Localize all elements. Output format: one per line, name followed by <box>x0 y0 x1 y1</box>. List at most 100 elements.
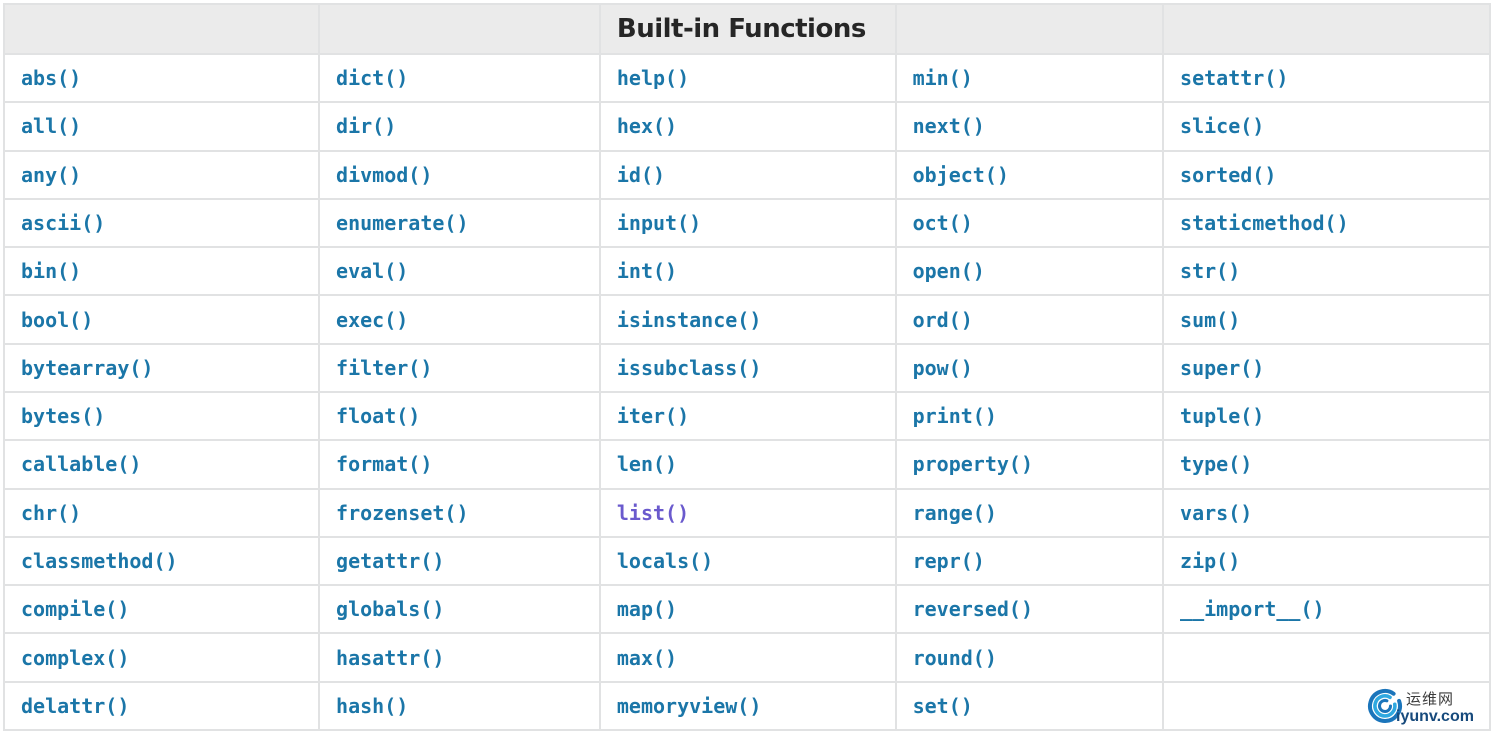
function-link[interactable]: bytearray() <box>21 355 154 380</box>
function-link[interactable]: getattr() <box>336 548 445 573</box>
function-link[interactable]: chr() <box>21 500 82 525</box>
function-cell: delattr() <box>2 680 321 732</box>
function-link[interactable]: isinstance() <box>616 307 762 332</box>
function-link[interactable]: all() <box>21 114 82 139</box>
function-link[interactable]: eval() <box>336 259 409 284</box>
function-cell: sorted() <box>1162 149 1491 200</box>
function-cell: print() <box>894 390 1165 442</box>
function-link[interactable]: frozenset() <box>336 500 469 525</box>
function-link[interactable]: classmethod() <box>21 548 178 573</box>
function-link[interactable]: print() <box>912 404 997 429</box>
function-link[interactable]: super() <box>1180 355 1265 380</box>
function-link[interactable]: divmod() <box>336 162 433 187</box>
function-cell: eval() <box>318 246 601 297</box>
function-link[interactable]: ord() <box>912 307 973 332</box>
function-link[interactable]: open() <box>912 259 985 284</box>
function-link[interactable]: filter() <box>336 355 433 380</box>
function-link[interactable]: type() <box>1180 452 1253 477</box>
function-cell: filter() <box>318 342 601 393</box>
function-link[interactable]: oct() <box>912 210 973 235</box>
function-link[interactable]: abs() <box>21 66 82 91</box>
function-cell: bytearray() <box>2 342 321 393</box>
function-link[interactable]: sorted() <box>1180 162 1277 187</box>
function-link[interactable]: memoryview() <box>616 693 762 718</box>
function-link[interactable]: next() <box>912 114 985 139</box>
function-cell: float() <box>318 390 601 442</box>
function-link[interactable]: hash() <box>336 693 409 718</box>
header-cell-empty <box>2 3 321 55</box>
function-cell: dict() <box>318 52 601 104</box>
header-cell-empty <box>1162 3 1491 55</box>
function-cell: chr() <box>2 487 321 538</box>
function-link[interactable]: help() <box>616 66 690 91</box>
function-link[interactable]: zip() <box>1180 548 1241 573</box>
function-cell: classmethod() <box>2 535 321 587</box>
function-cell: pow() <box>894 342 1165 393</box>
function-link[interactable]: setattr() <box>1180 66 1289 91</box>
function-link[interactable]: input() <box>616 210 702 235</box>
function-link[interactable]: len() <box>616 452 678 477</box>
function-link[interactable]: reversed() <box>912 597 1033 622</box>
function-cell: round() <box>894 632 1165 683</box>
function-link[interactable]: staticmethod() <box>1180 210 1349 235</box>
table-row: complex() hasattr() max() round() <box>2 632 1491 683</box>
function-link[interactable]: float() <box>336 404 421 429</box>
function-link[interactable]: format() <box>336 452 433 477</box>
function-cell: getattr() <box>318 535 601 587</box>
function-cell: open() <box>894 246 1165 297</box>
function-link[interactable]: slice() <box>1180 114 1265 139</box>
function-link[interactable]: tuple() <box>1180 404 1265 429</box>
function-cell: max() <box>598 632 897 683</box>
function-link[interactable]: bin() <box>21 259 82 284</box>
function-link[interactable]: repr() <box>912 548 985 573</box>
function-link[interactable]: delattr() <box>21 693 130 718</box>
function-link[interactable]: ascii() <box>21 210 106 235</box>
function-link[interactable]: __import__() <box>1180 597 1325 622</box>
function-cell: len() <box>598 439 897 490</box>
function-cell: int() <box>598 246 897 297</box>
function-link[interactable]: sum() <box>1180 307 1241 332</box>
function-link[interactable]: bytes() <box>21 404 106 429</box>
function-link[interactable]: range() <box>912 500 997 525</box>
function-link[interactable]: globals() <box>336 597 445 622</box>
table-title: Built-in Functions <box>598 3 897 55</box>
function-cell: bin() <box>2 246 321 297</box>
function-cell: ascii() <box>2 197 321 249</box>
function-link[interactable]: property() <box>912 452 1033 477</box>
function-cell: id() <box>598 149 897 200</box>
function-cell: iter() <box>598 390 897 442</box>
function-link[interactable]: compile() <box>21 597 130 622</box>
function-link[interactable]: hasattr() <box>336 645 445 670</box>
function-link[interactable]: str() <box>1180 259 1241 284</box>
function-link[interactable]: pow() <box>912 355 973 380</box>
function-link[interactable]: int() <box>616 259 678 284</box>
function-link[interactable]: dict() <box>336 66 409 91</box>
function-link[interactable]: locals() <box>616 548 714 573</box>
function-cell: setattr() <box>1162 52 1491 104</box>
function-link[interactable]: map() <box>616 597 678 622</box>
function-link[interactable]: callable() <box>21 452 142 477</box>
function-cell: frozenset() <box>318 487 601 538</box>
function-link[interactable]: min() <box>912 66 973 91</box>
function-link[interactable]: round() <box>912 645 997 670</box>
function-cell: complex() <box>2 632 321 683</box>
function-link[interactable]: bool() <box>21 307 94 332</box>
function-link[interactable]: iter() <box>616 404 690 429</box>
function-cell: min() <box>894 52 1165 104</box>
function-link[interactable]: vars() <box>1180 500 1253 525</box>
function-link[interactable]: any() <box>21 162 82 187</box>
function-link[interactable]: hex() <box>616 114 678 139</box>
function-link[interactable]: id() <box>616 162 666 187</box>
function-link[interactable]: set() <box>912 693 973 718</box>
function-link[interactable]: issubclass() <box>616 355 762 380</box>
function-link[interactable]: max() <box>616 645 678 670</box>
function-link[interactable]: complex() <box>21 645 130 670</box>
function-cell <box>1162 632 1491 683</box>
function-link[interactable]: exec() <box>336 307 409 332</box>
function-link[interactable]: list() <box>616 500 690 525</box>
function-link[interactable]: object() <box>912 162 1009 187</box>
watermark-domain: iyunv.com <box>1396 708 1474 725</box>
function-link[interactable]: dir() <box>336 114 397 139</box>
function-link[interactable]: enumerate() <box>336 210 469 235</box>
